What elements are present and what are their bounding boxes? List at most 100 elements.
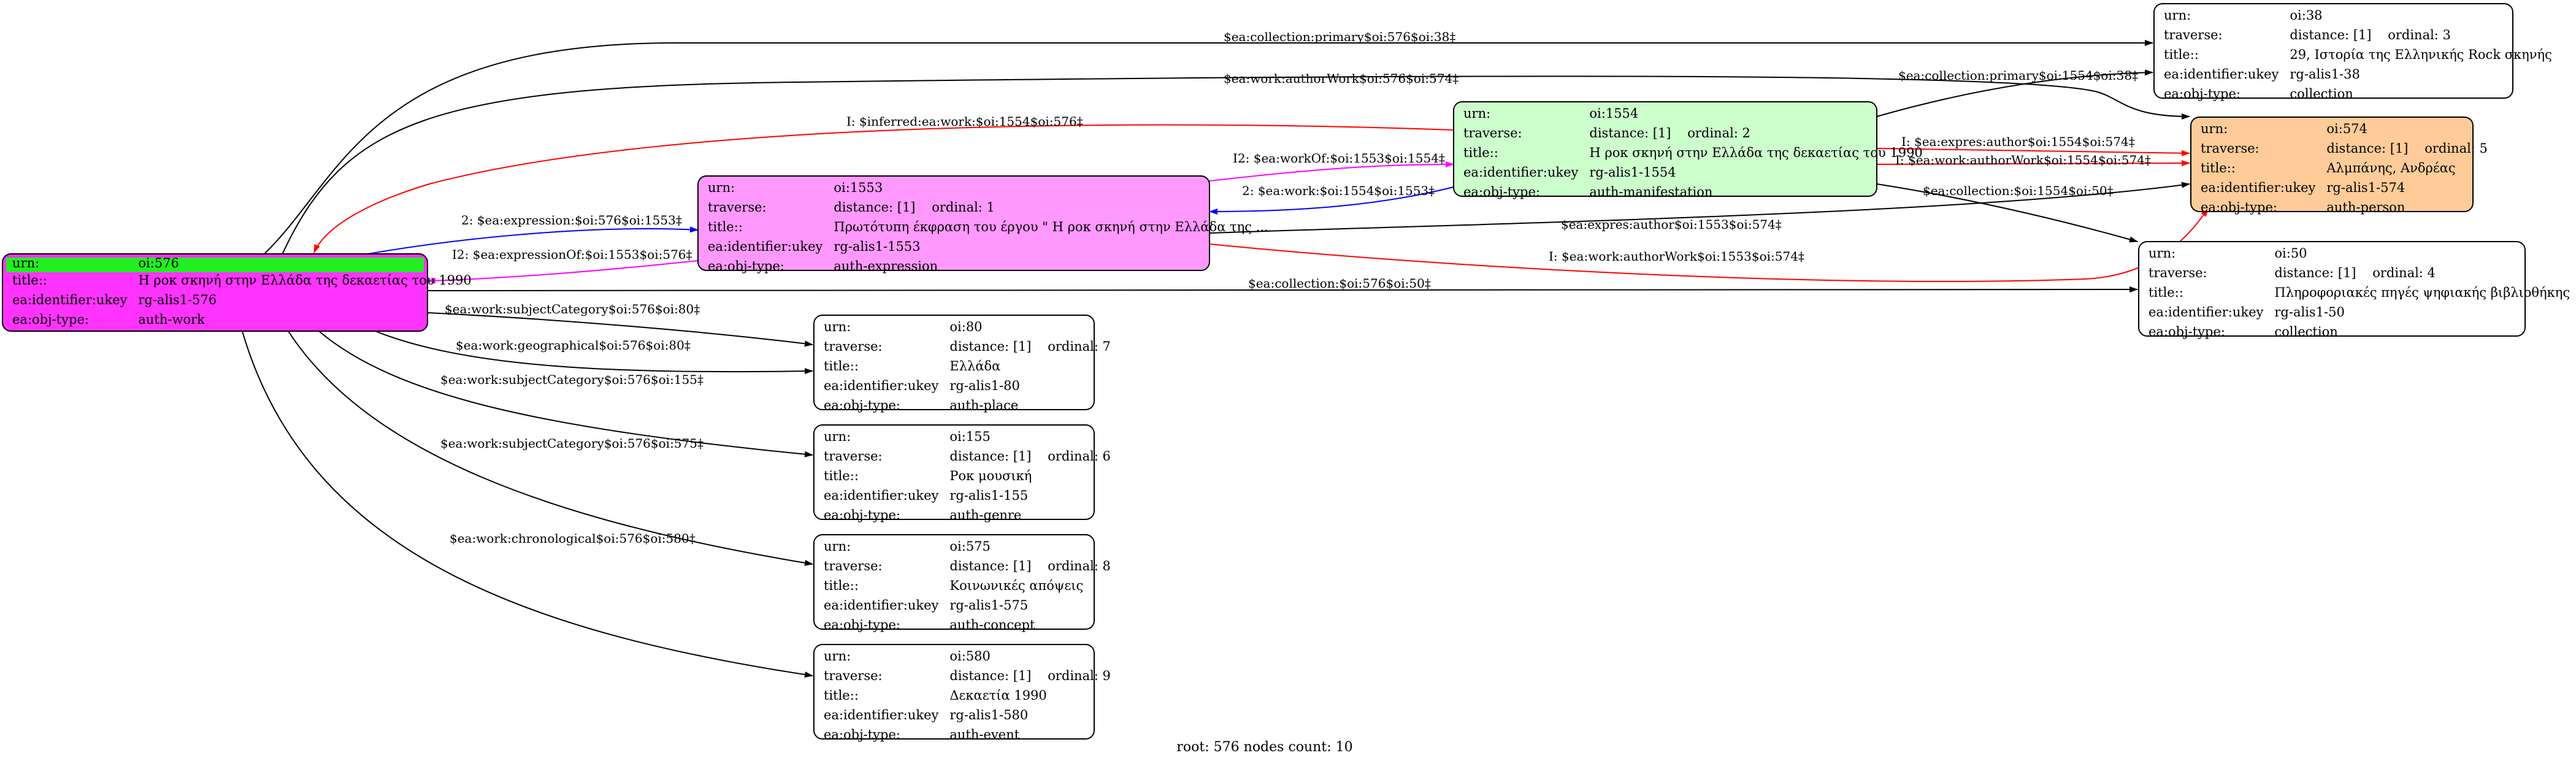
edge-576-to-1553 [367,226,699,254]
obj-type-key: ea:obj-type: [2164,86,2241,101]
identifier-value: rg-alis1-80 [949,378,1020,393]
edge-label-1554-574-a: I: $ea:expres:author$oi:1554$oi:574‡ [1901,134,2135,149]
node-1553[interactable]: urn:oi:1553 traverse:distance: [1] ordin… [703,178,1275,276]
urn-value: oi:1553 [834,180,883,195]
traverse-value: distance: [1] ordinal: 7 [945,337,1117,356]
ordinal-value: ordinal: 4 [2372,266,2436,280]
edge-label-1554-576: I: $inferred:ea:work:$oi:1554$oi:576‡ [846,114,1083,129]
urn-key: urn: [708,180,735,195]
distance-value: distance: [1] [834,200,916,215]
node-576-urn-row: urn:oi:576 [7,256,478,270]
ordinal-value: ordinal: 6 [1048,449,1111,464]
obj-type-key: ea:obj-type: [2149,324,2225,339]
identifier-key: ea:identifier:ukey [2164,67,2279,82]
distance-value: distance: [1] [949,559,1032,573]
node-574[interactable]: urn:oi:574 traverse:distance: [1] ordina… [2196,119,2494,217]
identifier-key: ea:identifier:ukey [824,708,939,722]
identifier-value: rg-alis1-50 [2274,305,2345,319]
edge-label-576-50: $ea:collection:$oi:576$oi:50‡ [1248,276,1431,291]
edge-1554-to-574-a [1876,148,2190,156]
identifier-value: rg-alis1-580 [949,708,1029,722]
node-576[interactable]: urn:oi:576 title::Η ροκ σκηνή στην Ελλάδ… [7,256,478,329]
identifier-key: ea:identifier:ukey [824,378,939,393]
urn-value: oi:575 [949,539,991,554]
title-key: title:: [824,578,859,593]
traverse-key: traverse: [1463,126,1522,140]
node-boxes [2,3,2526,740]
node-38[interactable]: urn:oi:38 traverse:distance: [1] ordinal… [2159,6,2558,104]
title-key: title:: [824,468,859,483]
edge-1554-to-50 [1876,183,2138,243]
edge-label-1554-38: $ea:collection:primary$oi:1554$oi:38‡ [1898,68,2138,83]
edge-label-576-38: $ea:collection:primary$oi:576$oi:38‡ [1224,29,1455,44]
edge-label-1554-574-b: I: $ea:work:authorWork$oi:1554$oi:574‡ [1895,153,2151,167]
identifier-key: ea:identifier:ukey [824,598,939,613]
traverse-key: traverse: [2149,266,2207,280]
edge-label-1553-576: I2: $ea:expressionOf:$oi:1553$oi:576‡ [452,247,692,262]
obj-type-value: auth-event [949,727,1020,742]
title-value: Ροκ μουσική [949,468,1032,483]
traverse-value: distance: [1] ordinal: 9 [945,666,1117,686]
edge-label-576-580: $ea:work:chronological$oi:576$oi:580‡ [450,531,696,546]
node-box-1553 [697,175,1210,271]
urn-value: oi:580 [949,649,991,663]
edge-label-576-1553: 2: $ea:expression:$oi:576$oi:1553‡ [461,213,682,228]
node-box-38 [2153,3,2513,99]
edges [242,40,2209,678]
edge-1553-to-574-a [1209,182,2190,234]
identifier-value: rg-alis1-576 [138,293,217,307]
obj-type-key: ea:obj-type: [708,259,784,273]
edge-576-to-80-a [427,312,813,347]
edge-label-1553-1554: I2: $ea:workOf:$oi:1553$oi:1554‡ [1233,151,1445,166]
obj-type-key: ea:obj-type: [12,312,89,327]
obj-type-value: auth-manifestation [1589,185,1713,199]
urn-key: urn: [12,256,40,270]
ordinal-value: ordinal: 5 [2425,141,2488,156]
identifier-key: ea:identifier:ukey [1463,165,1579,180]
title-key: title:: [2164,47,2199,62]
node-155[interactable]: urn:oi:155 traverse:distance: [1] ordina… [819,427,1117,525]
title-key: title:: [1463,145,1498,160]
obj-type-value: auth-expression [834,259,938,273]
title-value: Δεκαετία 1990 [949,688,1047,703]
node-50[interactable]: urn:oi:50 traverse:distance: [1] ordinal… [2144,243,2576,342]
edge-576-to-50 [427,286,2138,293]
title-value: Η ροκ σκηνή στην Ελλάδα της δεκαετίας το… [1589,145,1923,160]
ordinal-value: ordinal: 2 [1687,126,1750,140]
node-1554[interactable]: urn:oi:1554 traverse:distance: [1] ordin… [1459,104,1929,202]
title-value: Κοινωνικές απόψεις [949,578,1084,593]
urn-value: oi:50 [2274,246,2307,261]
distance-value: distance: [1] [949,668,1032,683]
node-80[interactable]: urn:oi:80 traverse:distance: [1] ordinal… [819,317,1117,415]
node-box-574 [2190,117,2474,212]
distance-value: distance: [1] [2290,28,2372,42]
identifier-key: ea:identifier:ukey [12,293,128,307]
edge-576-to-580 [242,331,813,678]
edge-576-to-80-b [367,327,813,375]
node-box-580 [813,644,1095,740]
urn-key: urn: [824,429,851,444]
distance-value: distance: [1] [2326,141,2409,156]
title-value: Αλμπάνης, Ανδρέας [2326,161,2456,175]
edge-label-576-575: $ea:work:subjectCategory$oi:576$oi:575‡ [440,436,703,451]
obj-type-value: auth-genre [949,508,1022,522]
traverse-value: distance: [1] ordinal: 2 [1584,123,1928,143]
obj-type-value: collection [2274,324,2338,339]
edge-label-1553-574-a: $ea:expres:author$oi:1553$oi:574‡ [1561,217,1782,232]
traverse-key: traverse: [824,668,883,683]
title-value: Η ροκ σκηνή στην Ελλάδα της δεκαετίας το… [138,273,472,288]
edge-1554-to-574-b [1876,160,2190,167]
graph-footer: root: 576 nodes count: 10 [1176,740,1353,755]
node-575[interactable]: urn:oi:575 traverse:distance: [1] ordina… [819,537,1117,635]
edge-label-1553-574-b: I: $ea:work:authorWork$oi:1553$oi:574‡ [1549,249,1804,264]
edge-1554-to-1553 [1209,186,1454,215]
urn-key: urn: [2164,8,2191,23]
edge-576-to-574 [282,75,2190,255]
obj-type-key: ea:obj-type: [2201,200,2277,215]
urn-value: oi:574 [2326,121,2367,136]
identifier-value: rg-alis1-38 [2290,67,2360,82]
node-580[interactable]: urn:oi:580 traverse:distance: [1] ordina… [819,646,1117,744]
node-box-80 [813,315,1095,410]
edge-1553-to-576 [427,260,699,284]
